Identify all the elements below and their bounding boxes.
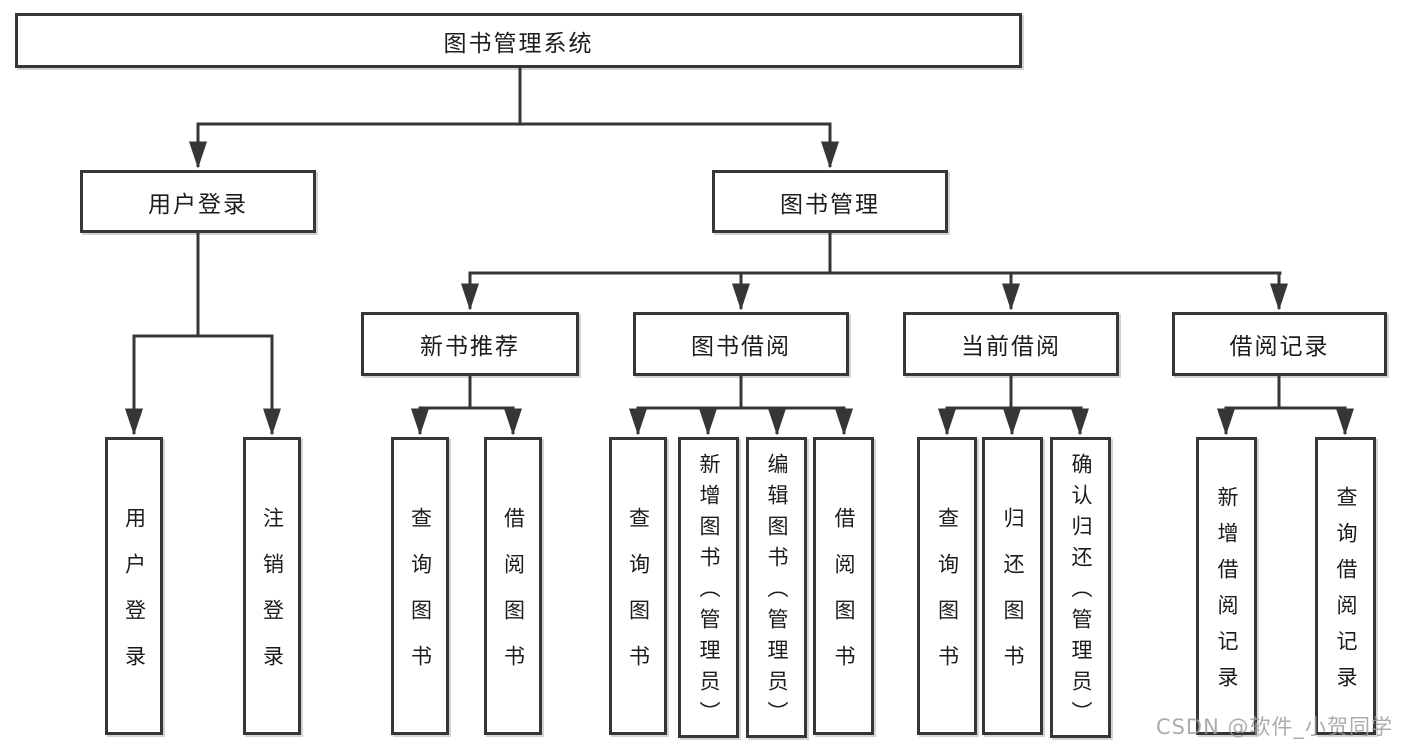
leaf-borrow-query-books: 查询图书 <box>609 437 667 735</box>
leaf-borrow-books-label: 借阅图书 <box>832 506 856 691</box>
csdn-watermark: CSDN @软件_小贺同学 <box>1155 715 1393 739</box>
leaf-add-borrow-record: 新增借阅记录 <box>1196 437 1257 735</box>
leaf-logout: 注销登录 <box>243 437 301 735</box>
leaf-user-login-label: 用户登录 <box>122 506 147 691</box>
node-borrowing-records-label: 借阅记录 <box>1229 334 1330 360</box>
leaf-borrow-books: 借阅图书 <box>813 437 874 735</box>
leaf-edit-books-admin-label: 编辑图书（管理员） <box>765 453 789 732</box>
node-new-book-recommend: 新书推荐 <box>361 312 579 376</box>
node-new-book-recommend-label: 新书推荐 <box>420 334 520 360</box>
leaf-edit-books-admin: 编辑图书（管理员） <box>746 437 807 738</box>
leaf-newbook-borrow-books-label: 借阅图书 <box>501 506 526 691</box>
node-current-borrowing-label: 当前借阅 <box>961 334 1061 360</box>
leaf-add-borrow-record-label: 新增借阅记录 <box>1215 485 1239 702</box>
node-book-borrowing-label: 图书借阅 <box>691 334 791 360</box>
leaf-confirm-return-admin: 确认归还（管理员） <box>1050 437 1111 738</box>
leaf-add-books-admin-label: 新增图书（管理员） <box>697 453 721 732</box>
leaf-confirm-return-admin-label: 确认归还（管理员） <box>1069 453 1093 732</box>
leaf-newbook-query-books-label: 查询图书 <box>408 506 433 691</box>
node-root-label: 图书管理系统 <box>443 30 594 57</box>
leaf-current-query-books-label: 查询图书 <box>935 506 960 691</box>
node-current-borrowing: 当前借阅 <box>903 312 1119 376</box>
node-book-management: 图书管理 <box>712 170 948 233</box>
leaf-user-login: 用户登录 <box>105 437 163 735</box>
node-root: 图书管理系统 <box>15 13 1022 68</box>
node-book-management-label: 图书管理 <box>780 191 880 218</box>
leaf-return-books: 归还图书 <box>982 437 1043 735</box>
node-user-login: 用户登录 <box>80 170 316 233</box>
leaf-newbook-query-books: 查询图书 <box>391 437 449 735</box>
node-borrowing-records: 借阅记录 <box>1172 312 1387 376</box>
node-book-borrowing: 图书借阅 <box>633 312 849 376</box>
leaf-add-books-admin: 新增图书（管理员） <box>678 437 739 738</box>
leaf-borrow-query-books-label: 查询图书 <box>626 506 651 691</box>
leaf-return-books-label: 归还图书 <box>1001 506 1025 691</box>
node-user-login-label: 用户登录 <box>148 191 248 218</box>
leaf-newbook-borrow-books: 借阅图书 <box>484 437 542 735</box>
leaf-current-query-books: 查询图书 <box>917 437 977 735</box>
leaf-query-borrow-record: 查询借阅记录 <box>1315 437 1376 735</box>
leaf-logout-label: 注销登录 <box>260 506 285 691</box>
leaf-query-borrow-record-label: 查询借阅记录 <box>1334 485 1358 702</box>
